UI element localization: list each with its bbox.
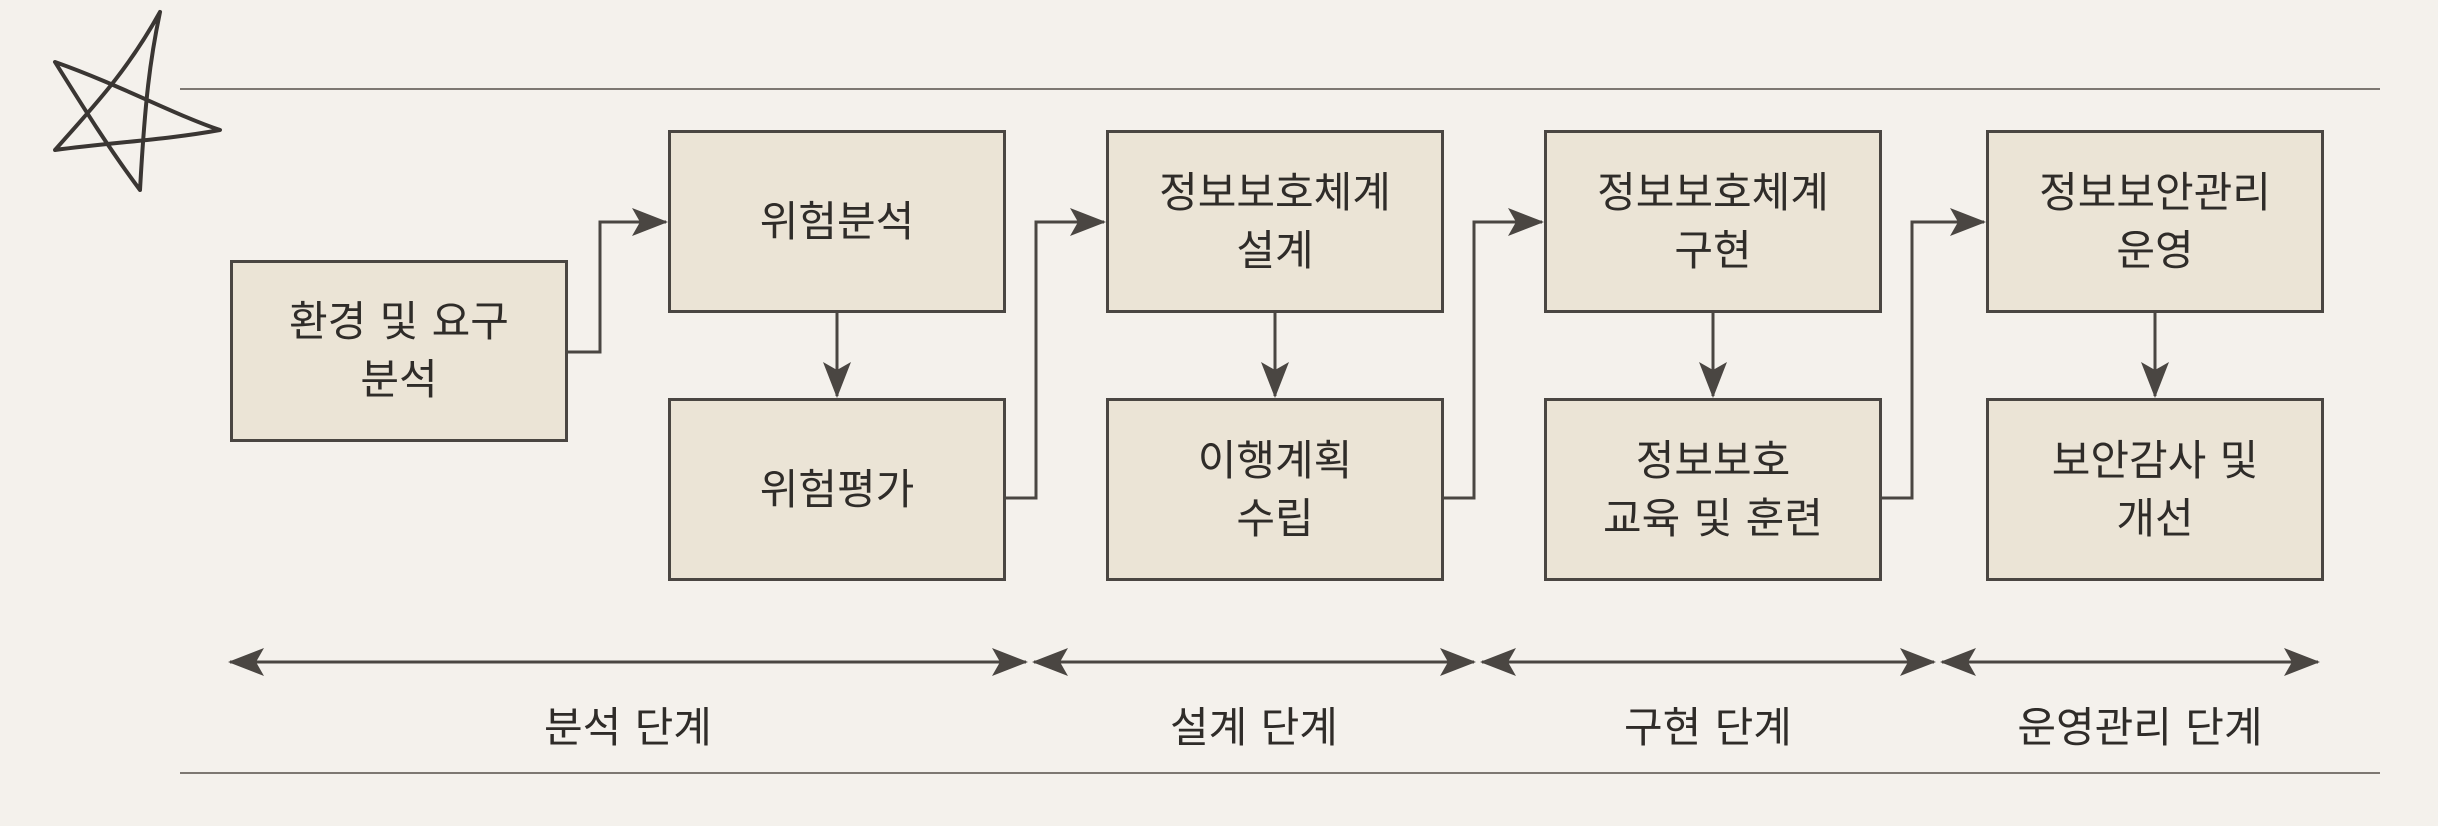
box-env-analysis: 환경 및 요구 분석 bbox=[230, 260, 568, 442]
top-rule bbox=[180, 88, 2380, 90]
box-audit: 보안감사 및 개선 bbox=[1986, 398, 2324, 581]
box-risk-analysis: 위험분석 bbox=[668, 130, 1006, 313]
phase-label-implementation: 구현 단계 bbox=[1624, 703, 1792, 752]
arrow-training-to-operate bbox=[1882, 208, 1986, 500]
phase-label-design: 설계 단계 bbox=[1170, 703, 1338, 752]
box-implement: 정보보호체계 구현 bbox=[1544, 130, 1882, 313]
bottom-rule bbox=[180, 772, 2380, 774]
box-design: 정보보호체계 설계 bbox=[1106, 130, 1444, 313]
box-operate: 정보보안관리 운영 bbox=[1986, 130, 2324, 313]
box-plan: 이행계획 수립 bbox=[1106, 398, 1444, 581]
arrow-assessment-to-design bbox=[1006, 208, 1106, 500]
phase-label-analysis: 분석 단계 bbox=[544, 703, 712, 752]
box-risk-assessment: 위험평가 bbox=[668, 398, 1006, 581]
arrow-env-to-risk-analysis bbox=[568, 208, 668, 354]
phase-label-operation: 운영관리 단계 bbox=[2017, 703, 2263, 752]
box-training: 정보보호 교육 및 훈련 bbox=[1544, 398, 1882, 581]
arrow-plan-to-implement bbox=[1444, 208, 1544, 500]
star-doodle-icon bbox=[53, 10, 222, 192]
